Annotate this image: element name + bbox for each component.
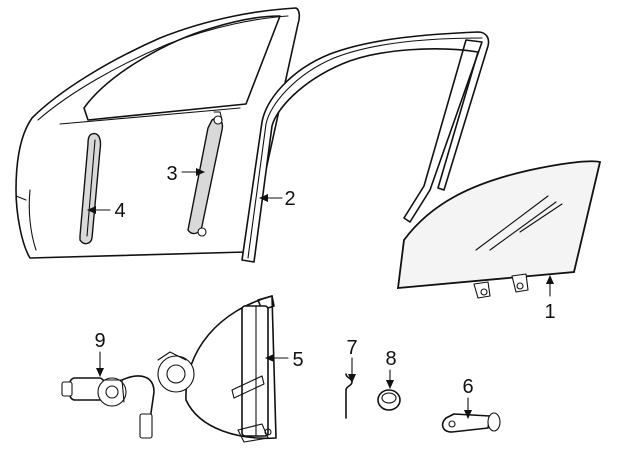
leader-lines bbox=[87, 168, 554, 419]
part-3-channel bbox=[187, 111, 224, 237]
callout-2: 2 bbox=[284, 188, 295, 210]
part-1-glass bbox=[396, 160, 602, 299]
part-2-run-channel bbox=[241, 31, 490, 263]
callout-3: 3 bbox=[166, 163, 177, 185]
door-shell bbox=[15, 7, 301, 259]
callout-1: 1 bbox=[544, 301, 555, 323]
callout-labels: 1 2 3 4 5 6 7 8 9 bbox=[94, 163, 555, 398]
part-5-regulator bbox=[157, 295, 277, 443]
callout-9: 9 bbox=[94, 330, 105, 352]
part-9-motor bbox=[61, 375, 155, 439]
part-4-channel bbox=[79, 132, 102, 245]
part-6-bracket bbox=[441, 412, 501, 433]
callout-5: 5 bbox=[292, 349, 303, 371]
callout-7: 7 bbox=[346, 337, 357, 359]
part-7-clip bbox=[345, 373, 353, 419]
part-8-plug bbox=[377, 389, 401, 411]
callout-4: 4 bbox=[114, 200, 125, 222]
callout-8: 8 bbox=[385, 348, 396, 370]
callout-6: 6 bbox=[462, 376, 473, 398]
